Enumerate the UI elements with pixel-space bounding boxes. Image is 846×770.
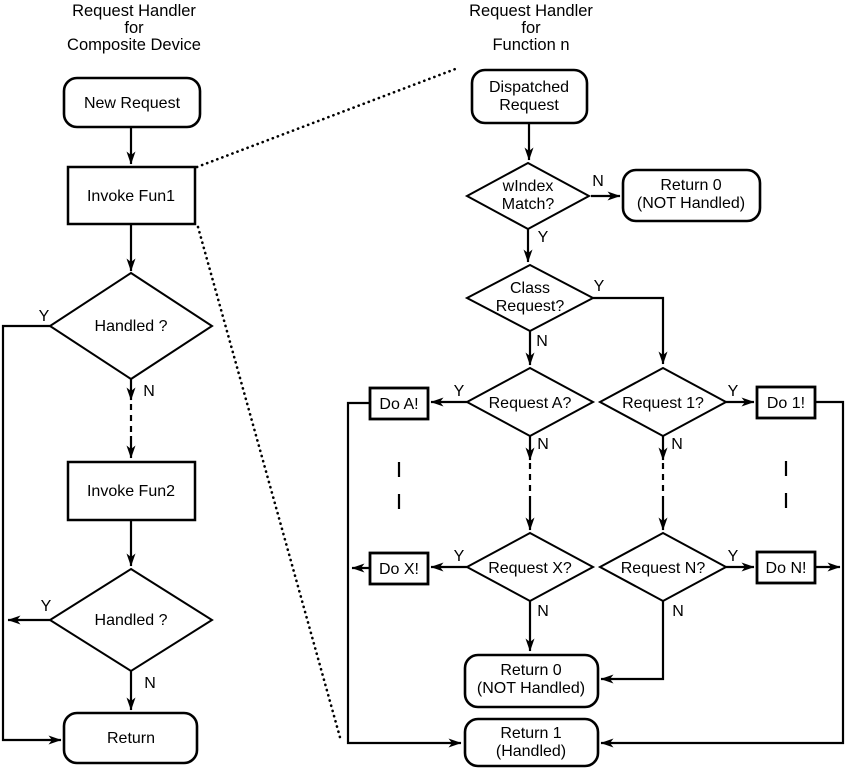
node-request-x-label: Request X? bbox=[488, 560, 572, 577]
right-chart-title-line1: Request Handler bbox=[469, 2, 593, 20]
right-chart-title-line2: for bbox=[521, 19, 541, 37]
node-do-n-label: Do N! bbox=[766, 560, 807, 577]
node-invoke-fun1 bbox=[66, 165, 197, 226]
label-request-a-no: N bbox=[537, 436, 549, 453]
label-handled2-no: N bbox=[144, 675, 156, 692]
node-windex-match bbox=[464, 161, 592, 231]
node-request-n-label: Request N? bbox=[621, 560, 706, 577]
node-request-1-label: Request 1? bbox=[622, 395, 704, 412]
label-handled1-no: N bbox=[143, 383, 155, 400]
label-windex-no: N bbox=[592, 173, 604, 190]
node-do-x bbox=[368, 551, 430, 586]
node-return-label: Return bbox=[107, 730, 155, 747]
node-invoke-fun2 bbox=[66, 460, 197, 522]
left-chart-title-line3: Composite Device bbox=[67, 36, 201, 54]
edge-do1-to-return1 bbox=[600, 400, 845, 748]
edge-doa-to-return1 bbox=[346, 401, 462, 748]
label-windex-yes: Y bbox=[538, 229, 549, 246]
node-handled-2 bbox=[48, 567, 214, 673]
node-return0-bottom-label-line1: Return 0 bbox=[500, 662, 561, 679]
node-handled-1 bbox=[48, 271, 214, 381]
node-dispatched-request bbox=[470, 68, 589, 125]
node-windex-label-line2: Match? bbox=[502, 196, 555, 213]
node-invoke-fun2-label: Invoke Fun2 bbox=[87, 483, 175, 500]
right-chart-title-line3: Function n bbox=[492, 36, 569, 54]
node-dispatched-label-line1: Dispatched bbox=[489, 79, 569, 96]
node-new-request bbox=[62, 76, 202, 129]
edge-requestn-no bbox=[600, 601, 665, 684]
node-do-1 bbox=[755, 385, 817, 420]
node-handled-2-label: Handled ? bbox=[95, 612, 168, 629]
node-handled-1-label: Handled ? bbox=[95, 318, 168, 335]
node-do-a-label: Do A! bbox=[379, 396, 418, 413]
node-invoke-fun1-label: Invoke Fun1 bbox=[87, 188, 175, 205]
node-class-request-label-line2: Request? bbox=[496, 298, 565, 315]
node-return0-top-label-line2: (NOT Handled) bbox=[637, 195, 745, 212]
label-request-x-yes: Y bbox=[454, 548, 465, 565]
node-windex-label-line1: wIndex bbox=[502, 178, 554, 195]
node-new-request-label: New Request bbox=[84, 95, 181, 112]
node-return1-label-line2: (Handled) bbox=[496, 743, 566, 760]
label-request-1-no: N bbox=[671, 436, 683, 453]
node-request-a-label: Request A? bbox=[489, 395, 572, 412]
node-class-request bbox=[464, 263, 596, 333]
node-request-a bbox=[464, 366, 596, 438]
label-request-x-no: N bbox=[537, 603, 549, 620]
label-request-n-yes: Y bbox=[728, 548, 739, 565]
label-class-yes: Y bbox=[594, 278, 605, 295]
node-return bbox=[62, 711, 199, 765]
node-do-x-label: Do X! bbox=[379, 561, 419, 578]
node-dispatched-label-line2: Request bbox=[499, 97, 559, 114]
node-request-x bbox=[464, 531, 596, 603]
node-return-1 bbox=[463, 717, 600, 768]
label-class-no: N bbox=[536, 333, 548, 350]
node-return0-top bbox=[621, 168, 762, 223]
node-return0-bottom bbox=[463, 653, 600, 709]
label-request-1-yes: Y bbox=[728, 383, 739, 400]
edge-handled1-yes-to-return bbox=[1, 324, 62, 745]
left-chart-title-line1: Request Handler bbox=[72, 2, 196, 20]
node-request-1 bbox=[597, 366, 729, 438]
label-request-a-yes: Y bbox=[454, 383, 465, 400]
label-request-n-no: N bbox=[672, 603, 684, 620]
node-return1-label-line1: Return 1 bbox=[500, 725, 561, 742]
node-do-1-label: Do 1! bbox=[767, 395, 805, 412]
node-return0-top-label-line1: Return 0 bbox=[660, 177, 721, 194]
callout-dotted-line-top bbox=[195, 66, 460, 169]
node-class-request-label-line1: Class bbox=[510, 280, 550, 297]
node-request-n bbox=[597, 531, 729, 603]
callout-dotted-line-bottom bbox=[196, 225, 343, 743]
label-handled2-yes: Y bbox=[41, 598, 52, 615]
edge-class-yes bbox=[593, 296, 668, 365]
left-chart-title-line2: for bbox=[124, 19, 144, 37]
label-handled1-yes: Y bbox=[39, 308, 50, 325]
node-do-n bbox=[755, 550, 817, 585]
node-return0-bottom-label-line2: (NOT Handled) bbox=[477, 680, 585, 697]
node-do-a bbox=[368, 386, 430, 421]
